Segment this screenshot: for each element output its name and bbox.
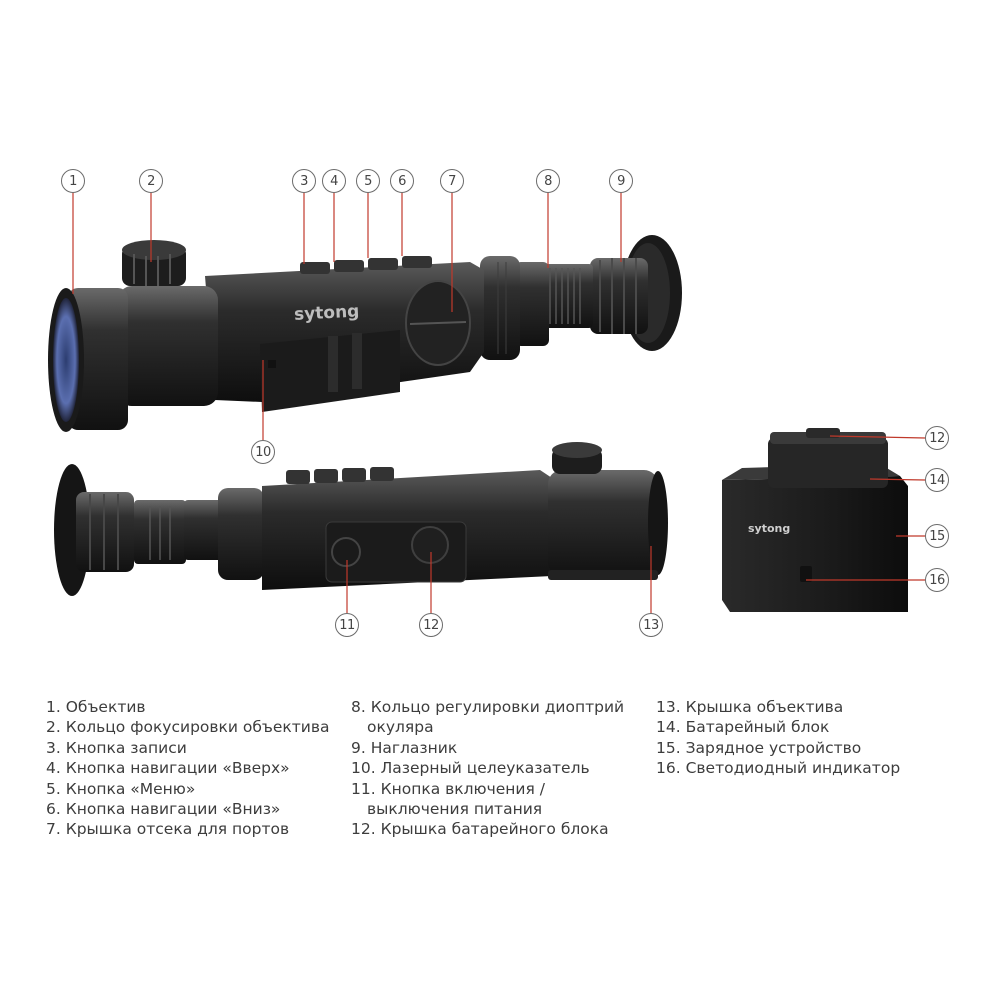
legend-item-11: 11. Кнопка включения / bbox=[351, 779, 545, 798]
legend-item-3: 3. Кнопка записи bbox=[46, 738, 187, 757]
legend-item-5: 5. Кнопка «Меню» bbox=[46, 779, 196, 798]
callout-15: 15 bbox=[925, 524, 949, 548]
callout-11: 11 bbox=[335, 613, 359, 637]
callout-5: 5 bbox=[356, 169, 380, 193]
legend-item-8-cont: окуляра bbox=[367, 718, 434, 737]
legend-item-15: 15. Зарядное устройство bbox=[656, 738, 862, 757]
callout-7: 7 bbox=[440, 169, 464, 193]
callout-6: 6 bbox=[390, 169, 414, 193]
callout-2: 2 bbox=[139, 169, 163, 193]
legend-column-1: 1. Объектив 2. Кольцо фокусировки объект… bbox=[46, 697, 330, 840]
callout-1: 1 bbox=[61, 169, 85, 193]
legend-item-7: 7. Крышка отсека для портов bbox=[46, 820, 290, 839]
callout-3: 3 bbox=[292, 169, 316, 193]
legend-item-6: 6. Кнопка навигации «Вниз» bbox=[46, 800, 281, 819]
svg-text:sytong: sytong bbox=[748, 522, 790, 535]
callout-16: 16 bbox=[925, 568, 949, 592]
scope-bottom-view bbox=[54, 442, 668, 596]
scope-top-view: sytong bbox=[48, 235, 682, 432]
charger-illustration: sytong bbox=[722, 428, 908, 612]
callout-8: 8 bbox=[536, 169, 560, 193]
callout-14: 14 bbox=[925, 468, 949, 492]
callout-10: 10 bbox=[251, 440, 275, 464]
callout-12: 12 bbox=[419, 613, 443, 637]
legend-column-3: 13. Крышка объектива 14. Батарейный блок… bbox=[656, 697, 900, 779]
callout-leaders bbox=[72, 193, 926, 613]
legend-item-9: 9. Наглазник bbox=[351, 738, 458, 757]
callout-9: 9 bbox=[609, 169, 633, 193]
callout-4: 4 bbox=[322, 169, 346, 193]
legend-item-10: 10. Лазерный целеуказатель bbox=[351, 759, 590, 778]
legend-item-1: 1. Объектив bbox=[46, 698, 146, 716]
legend-item-14: 14. Батарейный блок bbox=[656, 718, 830, 737]
legend-item-16: 16. Светодиодный индикатор bbox=[656, 759, 901, 778]
callout-13: 13 bbox=[639, 613, 663, 637]
legend-item-13: 13. Крышка объектива bbox=[656, 698, 844, 716]
legend-item-2: 2. Кольцо фокусировки объектива bbox=[46, 718, 330, 737]
legend-column-2: 8. Кольцо регулировки диоптрий окуляра 9… bbox=[351, 697, 624, 840]
legend-item-8: 8. Кольцо регулировки диоптрий bbox=[351, 698, 625, 716]
legend-item-11-cont: выключения питания bbox=[367, 800, 543, 819]
legend-item-12: 12. Крышка батарейного блока bbox=[351, 820, 609, 839]
callout-12-charger: 12 bbox=[925, 426, 949, 450]
legend-item-4: 4. Кнопка навигации «Вверх» bbox=[46, 759, 290, 778]
svg-text:sytong: sytong bbox=[294, 301, 360, 324]
